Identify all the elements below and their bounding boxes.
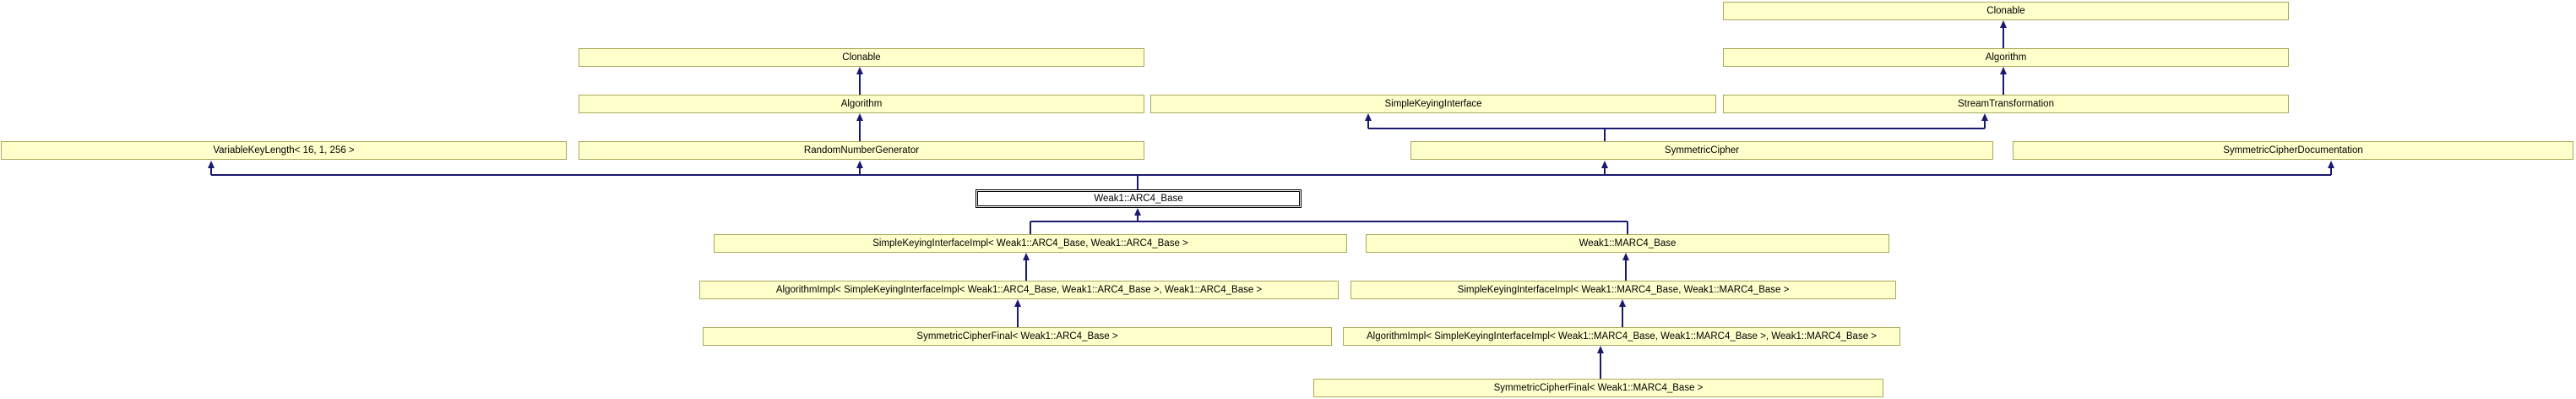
class-node-weak1-arc4-base[interactable]: Weak1::ARC4_Base (976, 189, 1302, 208)
class-node-label: SymmetricCipherDocumentation (2223, 145, 2363, 156)
inheritance-arrowhead-icon (1619, 299, 1626, 307)
class-node-label: Algorithm (1985, 52, 2027, 63)
inheritance-edge (859, 166, 861, 175)
class-node-random-number-generator[interactable]: RandomNumberGenerator (579, 141, 1144, 160)
class-node-label: SymmetricCipherFinal< Weak1::MARC4_Base … (1493, 383, 1704, 393)
inheritance-edge (2003, 72, 2004, 95)
inheritance-edge (1604, 166, 1606, 175)
class-node-label: Clonable (842, 52, 881, 63)
class-node-label: SimpleKeyingInterfaceImpl< Weak1::ARC4_B… (872, 238, 1188, 249)
class-node-label: Weak1::MARC4_Base (1579, 238, 1677, 249)
class-node-label: Clonable (1986, 6, 2025, 16)
class-node-label: AlgorithmImpl< SimpleKeyingInterfaceImpl… (775, 285, 1263, 295)
inheritance-edge (1030, 221, 1031, 234)
inheritance-edge (1984, 118, 1986, 128)
inheritance-arrowhead-icon (1597, 346, 1604, 353)
class-node-skii-marc4[interactable]: SimpleKeyingInterfaceImpl< Weak1::MARC4_… (1350, 281, 1896, 299)
inheritance-edge (859, 72, 861, 95)
inheritance-arrowhead-icon (856, 67, 863, 74)
inheritance-arrowhead-icon (1981, 113, 1988, 121)
class-node-label: AlgorithmImpl< SimpleKeyingInterfaceImpl… (1366, 331, 1878, 342)
class-node-label: StreamTransformation (1958, 99, 2054, 109)
inheritance-edge (1367, 118, 1369, 128)
class-node-algorithm-impl-arc4[interactable]: AlgorithmImpl< SimpleKeyingInterfaceImpl… (699, 281, 1339, 299)
class-node-label: Algorithm (840, 99, 883, 109)
class-node-stream-transformation[interactable]: StreamTransformation (1723, 95, 2289, 113)
inheritance-edge (1627, 221, 1628, 234)
inheritance-edge (1017, 304, 1019, 327)
class-node-label: SimpleKeyingInterface (1384, 99, 1482, 109)
inheritance-edge (210, 166, 212, 175)
class-node-scf-arc4[interactable]: SymmetricCipherFinal< Weak1::ARC4_Base > (703, 327, 1332, 346)
class-node-symmetric-cipher-documentation[interactable]: SymmetricCipherDocumentation (2013, 141, 2573, 160)
inheritance-arrowhead-icon (208, 161, 215, 168)
inheritance-arrowhead-icon (1014, 299, 1021, 307)
inheritance-arrowhead-icon (2000, 67, 2007, 74)
inheritance-arrowhead-icon (1622, 253, 1629, 260)
inheritance-arrowhead-icon (1601, 161, 1608, 168)
class-node-weak1-marc4-base[interactable]: Weak1::MARC4_Base (1366, 234, 1889, 253)
class-node-symmetric-cipher[interactable]: SymmetricCipher (1410, 141, 1993, 160)
class-node-label: VariableKeyLength< 16, 1, 256 > (213, 145, 355, 156)
inheritance-arrowhead-icon (1134, 208, 1141, 216)
inheritance-edge (1622, 304, 1623, 327)
class-node-variable-key-length[interactable]: VariableKeyLength< 16, 1, 256 > (1, 141, 567, 160)
class-node-label: SimpleKeyingInterfaceImpl< Weak1::MARC4_… (1457, 285, 1790, 295)
inheritance-arrowhead-icon (1365, 113, 1372, 121)
class-node-label: Weak1::ARC4_Base (1094, 194, 1183, 204)
inheritance-edge (2330, 166, 2332, 175)
inheritance-edge (1025, 258, 1027, 281)
class-node-skii-arc4[interactable]: SimpleKeyingInterfaceImpl< Weak1::ARC4_B… (714, 234, 1347, 253)
class-node-label: SymmetricCipherFinal< Weak1::ARC4_Base > (916, 331, 1118, 342)
class-node-scf-marc4[interactable]: SymmetricCipherFinal< Weak1::MARC4_Base … (1313, 379, 1883, 397)
inheritance-edge (1368, 128, 1985, 129)
class-node-label: SymmetricCipher (1664, 145, 1740, 156)
inheritance-edge (1030, 221, 1628, 222)
inheritance-edge (1600, 351, 1601, 379)
class-node-algorithm-impl-marc4[interactable]: AlgorithmImpl< SimpleKeyingInterfaceImpl… (1343, 327, 1900, 346)
inheritance-arrowhead-icon (1023, 253, 1030, 260)
class-node-clonable-left[interactable]: Clonable (579, 48, 1144, 67)
class-node-clonable-top[interactable]: Clonable (1723, 2, 2289, 20)
inheritance-arrowhead-icon (2000, 20, 2007, 28)
inheritance-edge (859, 118, 861, 141)
class-node-simple-keying-interface[interactable]: SimpleKeyingInterface (1150, 95, 1716, 113)
inheritance-edge (211, 174, 2331, 176)
inheritance-arrowhead-icon (856, 161, 863, 168)
inheritance-edge (1604, 128, 1606, 141)
class-node-algorithm-right[interactable]: Algorithm (1723, 48, 2289, 67)
inheritance-edge (1625, 258, 1627, 281)
inheritance-edge (1137, 175, 1139, 189)
inheritance-edge (2003, 25, 2004, 48)
inheritance-arrowhead-icon (856, 113, 863, 121)
inheritance-edge (1137, 213, 1139, 221)
inheritance-arrowhead-icon (2328, 161, 2334, 168)
class-node-algorithm-left[interactable]: Algorithm (579, 95, 1144, 113)
class-node-label: RandomNumberGenerator (803, 145, 920, 156)
